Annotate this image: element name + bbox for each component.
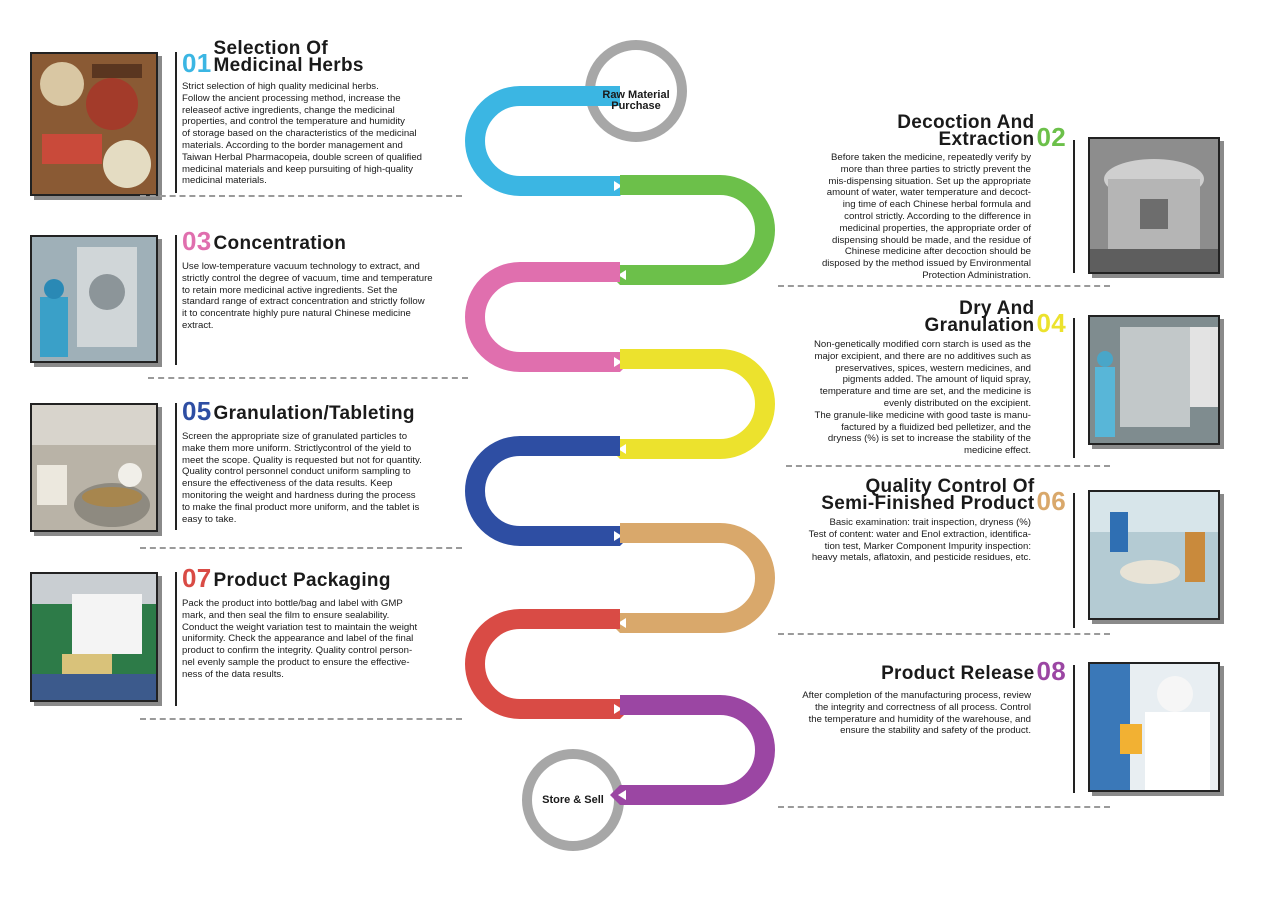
packaging-photo [30, 572, 158, 702]
step-title: Granulation/Tableting [213, 403, 415, 424]
flow-band-08 [620, 695, 775, 805]
gear-gauge-icon [702, 386, 738, 422]
flow-band-07 [465, 609, 620, 719]
icon-ring [691, 201, 749, 259]
end-label: Store & Sell [542, 794, 604, 806]
flow-arrow-mark [614, 357, 622, 367]
step-description: After completion of the manufacturing pr… [802, 690, 1031, 737]
icon-ring [691, 549, 749, 607]
step-title: Product Release [881, 663, 1035, 684]
step-description: Use low-temperature vacuum technology to… [182, 261, 433, 331]
flow-arrow [610, 785, 620, 805]
flow-band-02 [620, 175, 775, 285]
step-number: 01 [182, 48, 212, 78]
step-description: Before taken the medicine, repeatedly ve… [821, 152, 1031, 281]
step-description: Strict selection of high quality medicin… [182, 81, 422, 187]
flow-band-05 [465, 436, 620, 546]
step-number: 05 [182, 396, 212, 426]
start-label: Raw Material Purchase [602, 89, 670, 112]
step-number: 06 [1036, 486, 1066, 516]
step-description: Pack the product into bottle/bag and lab… [182, 598, 418, 680]
icon-ring [491, 288, 549, 346]
tableting-photo [30, 403, 158, 532]
funnel-icon [499, 468, 541, 513]
icon-ring [491, 112, 549, 170]
flask-heat-icon [504, 293, 536, 337]
icon-ring [691, 375, 749, 433]
flow-arrow-mark [614, 704, 622, 714]
flow-arrow-mark [618, 618, 626, 628]
flow-band-03 [465, 262, 620, 372]
quality-control-photo [1088, 490, 1220, 620]
step-number: 07 [182, 563, 212, 593]
step-number: 08 [1036, 656, 1066, 686]
decoction-photo [1088, 137, 1220, 274]
step-title: Concentration [213, 233, 347, 254]
thermometer-icon [511, 123, 536, 160]
flow-arrow-mark [618, 444, 626, 454]
flow-arrow-mark [614, 531, 622, 541]
step-number: 02 [1036, 122, 1066, 152]
step-description: Screen the appropriate size of granulate… [182, 431, 422, 525]
icon-ring [491, 462, 549, 520]
flow-arrow-mark [614, 181, 622, 191]
step-description: Basic examination: trait inspection, dry… [808, 517, 1031, 564]
release-photo [1088, 662, 1220, 792]
steam-flame-icon [696, 210, 744, 250]
flow-band-01 [465, 86, 620, 196]
granulation-photo [1088, 315, 1220, 445]
flow-band-06 [620, 523, 775, 633]
flow-band-04 [620, 349, 775, 459]
herbs-photo [30, 52, 158, 196]
flow-arrow-mark [618, 270, 626, 280]
clipboard-icon [704, 726, 736, 770]
step-description: Non-genetically modified corn starch is … [813, 339, 1031, 457]
step-number: 04 [1036, 308, 1066, 338]
lab-flask-icon [703, 557, 739, 596]
concentration-photo [30, 235, 158, 363]
flow-arrow-mark [618, 790, 626, 800]
step-title: Product Packaging [213, 570, 391, 591]
step-number: 03 [182, 226, 212, 256]
icon-ring [491, 635, 549, 693]
icon-ring [691, 721, 749, 779]
box-check-icon [500, 644, 540, 688]
